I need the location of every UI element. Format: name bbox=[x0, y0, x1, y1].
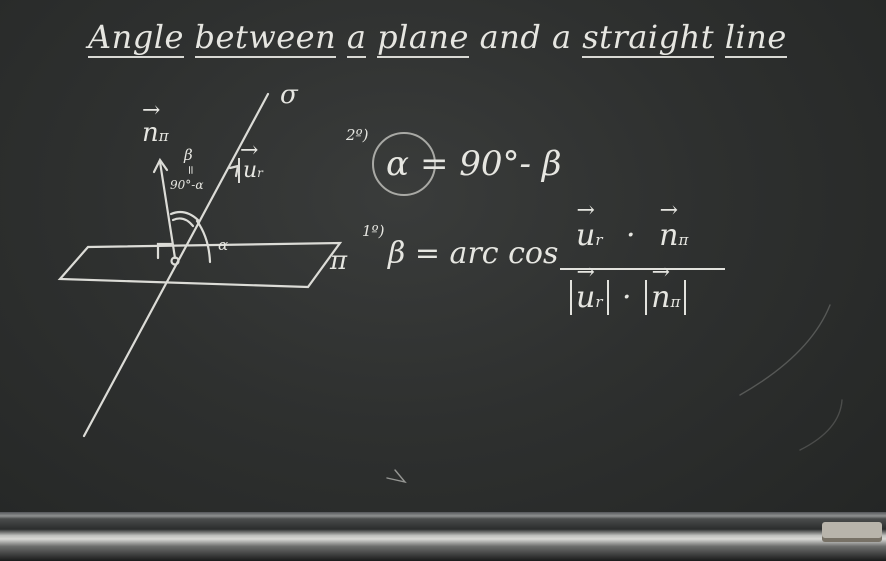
num-n-subscript: π bbox=[678, 231, 689, 249]
num-n-symbol: n bbox=[659, 198, 679, 253]
step2-marker: 2º) bbox=[346, 126, 369, 144]
title-word: straight bbox=[582, 18, 715, 58]
direction-arrow-head bbox=[228, 164, 240, 178]
den-n-subscript: π bbox=[670, 293, 681, 311]
normal-vector-symbol: n bbox=[142, 98, 159, 148]
highlight-circle bbox=[372, 132, 436, 196]
eraser-smudge-3 bbox=[799, 399, 843, 451]
title-word: plane bbox=[377, 18, 469, 58]
step2-lhs: α bbox=[386, 144, 409, 184]
title-word: line bbox=[724, 18, 787, 58]
fraction-bar bbox=[560, 268, 725, 270]
chalk-tray bbox=[0, 512, 886, 561]
title-word: Angle bbox=[88, 18, 184, 58]
beta-equals: = bbox=[184, 164, 199, 176]
numerator: ur · nπ bbox=[576, 198, 689, 253]
sigma-label: σ bbox=[280, 80, 298, 110]
normal-vector-arrow bbox=[158, 160, 177, 260]
normal-arrow-head bbox=[152, 157, 169, 174]
direction-vector-subscript: r bbox=[257, 166, 263, 180]
den-u-symbol: u bbox=[576, 260, 596, 315]
eraser-smudge-1 bbox=[386, 469, 407, 484]
direction-vector-label: ur bbox=[238, 138, 263, 183]
complement-arc bbox=[169, 210, 200, 222]
plane-pi bbox=[57, 241, 343, 289]
alpha-label: α bbox=[218, 236, 229, 254]
den-n-symbol: n bbox=[651, 260, 671, 315]
pi-label: π bbox=[330, 246, 348, 276]
complement-arc-2 bbox=[171, 217, 195, 228]
num-u-subscript: r bbox=[595, 231, 603, 249]
complement-label: 90°-α bbox=[170, 178, 204, 192]
den-u-subscript: r bbox=[595, 293, 603, 311]
step1-lhs: β = arc cos bbox=[388, 236, 559, 271]
step1-marker: 1º) bbox=[362, 222, 385, 240]
board-eraser bbox=[822, 522, 882, 542]
direction-vector-symbol: u bbox=[238, 138, 257, 183]
board-title: Angle between a plane and a straight lin… bbox=[88, 18, 787, 58]
beta-label: β bbox=[184, 146, 193, 164]
title-word: a bbox=[346, 18, 367, 58]
normal-vector-label: nπ bbox=[142, 98, 169, 148]
right-angle-mark bbox=[156, 242, 174, 260]
intersection-point bbox=[170, 256, 180, 266]
title-word: between bbox=[194, 18, 337, 58]
alpha-arc bbox=[195, 219, 212, 264]
num-u-symbol: u bbox=[576, 198, 596, 253]
title-word: and bbox=[479, 18, 542, 56]
eraser-smudge-2 bbox=[739, 304, 831, 396]
denominator: ur · nπ bbox=[570, 260, 687, 315]
den-dot: · bbox=[622, 280, 632, 315]
num-dot: · bbox=[626, 218, 636, 253]
step2-rhs: = 90°- β bbox=[420, 144, 562, 184]
normal-vector-subscript: π bbox=[158, 127, 169, 145]
title-word: a bbox=[551, 18, 572, 56]
